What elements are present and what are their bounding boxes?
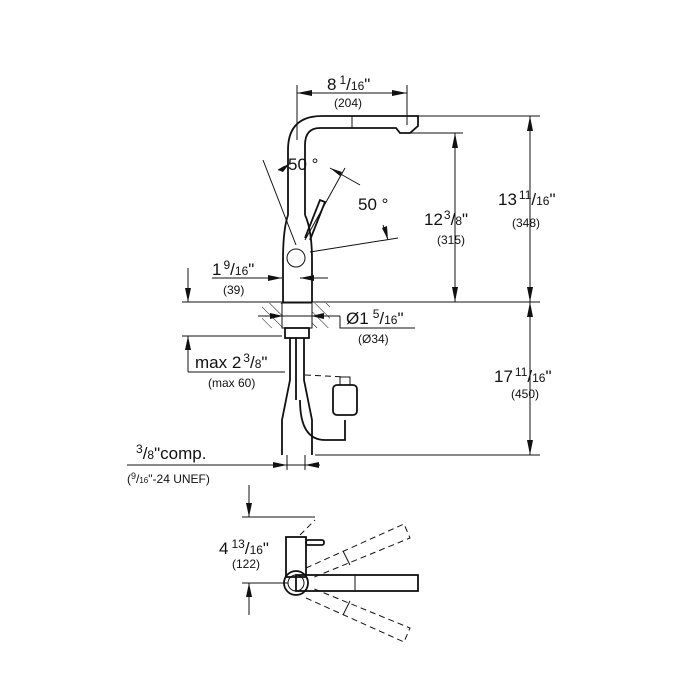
faucet-side-view <box>262 115 419 470</box>
spout-width-mm: (204) <box>334 96 362 110</box>
faucet-top-view <box>242 485 419 643</box>
total-height-mm: (348) <box>512 216 540 230</box>
below-deck-mm: (450) <box>511 387 539 401</box>
base-offset-mm: (39) <box>223 283 244 297</box>
max-thickness-mm: (max 60) <box>208 376 255 390</box>
connection-thread: (9/16"-24 UNEF) <box>127 471 210 486</box>
top-view-depth-mm: (122) <box>232 557 260 571</box>
connection-label: 3/8"comp. <box>136 442 206 463</box>
outlet-height-mm: (315) <box>437 233 465 247</box>
swivel-angle-left: 50 ° <box>288 155 318 174</box>
swivel-angle-right: 50 ° <box>358 195 388 214</box>
hole-diameter-mm: (Ø34) <box>358 332 389 346</box>
outlet-height-label: 123/8" <box>424 208 468 229</box>
dimension-lines <box>127 85 540 468</box>
